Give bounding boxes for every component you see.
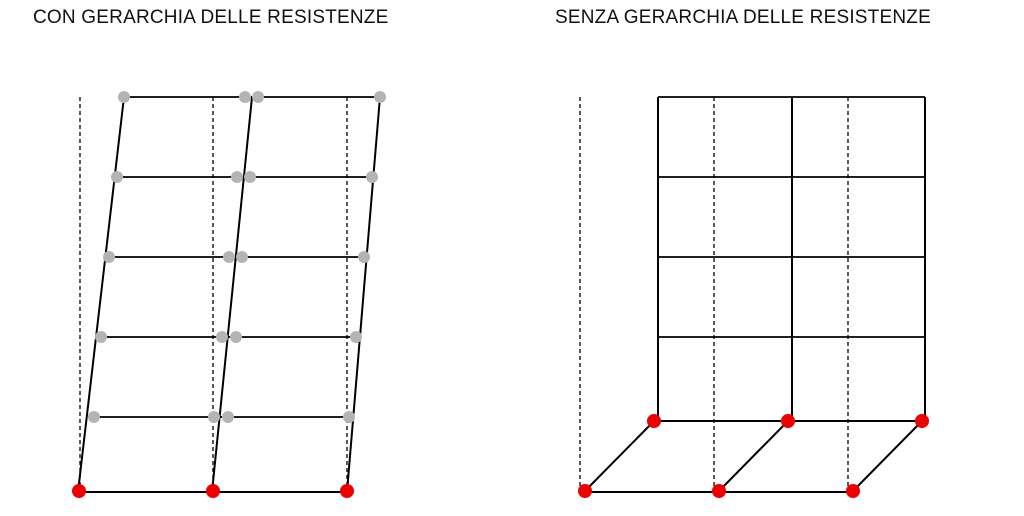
beam-hinge	[111, 171, 123, 183]
deformed-column	[346, 96, 381, 493]
column-top-hinge	[915, 414, 929, 428]
beam-hinge	[230, 331, 242, 343]
deformed-column	[211, 96, 253, 493]
soft-storey-column	[717, 420, 789, 493]
beam-hinge	[222, 411, 234, 423]
beam-hinge	[366, 171, 378, 183]
beam-hinge	[216, 331, 228, 343]
beam-hinge	[223, 251, 235, 263]
column-base-hinge	[712, 484, 726, 498]
beam-hinge	[118, 91, 130, 103]
beam-hinge	[95, 331, 107, 343]
beam-hinge	[239, 91, 251, 103]
soft-storey-column	[851, 420, 923, 493]
beam-hinge	[236, 251, 248, 263]
title-with-capacity-design: CON GERARCHIA DELLE RESISTENZE	[33, 7, 389, 28]
beam-hinge	[244, 171, 256, 183]
column-top-hinge	[647, 414, 661, 428]
beam-hinge	[374, 91, 386, 103]
beam-hinge	[252, 91, 264, 103]
beam-hinge	[208, 411, 220, 423]
beam-hinge	[103, 251, 115, 263]
column-base-hinge	[206, 484, 220, 498]
title-without-capacity-design: SENZA GERARCHIA DELLE RESISTENZE	[555, 7, 931, 28]
column-base-hinge	[72, 484, 86, 498]
column-base-hinge	[578, 484, 592, 498]
right-frame	[578, 96, 929, 498]
column-base-hinge	[846, 484, 860, 498]
beam-hinge	[350, 331, 362, 343]
beam-hinge	[88, 411, 100, 423]
soft-storey-column	[583, 420, 655, 493]
deformed-column	[77, 96, 125, 493]
beam-hinge	[231, 171, 243, 183]
beam-hinge	[343, 411, 355, 423]
column-base-hinge	[340, 484, 354, 498]
beam-hinge	[358, 251, 370, 263]
left-frame	[72, 91, 386, 498]
column-top-hinge	[781, 414, 795, 428]
